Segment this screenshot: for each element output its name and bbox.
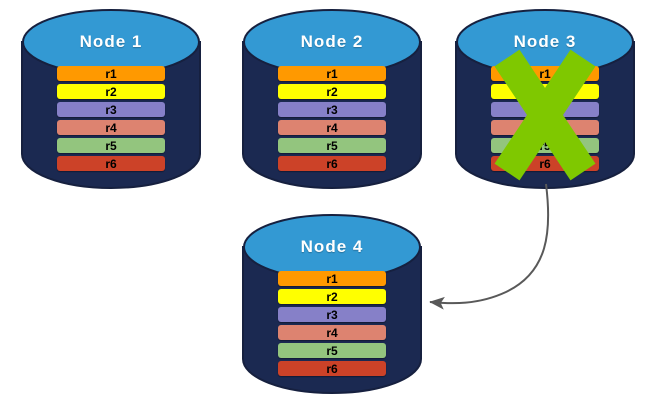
row-label: r5 <box>105 138 117 153</box>
row-label: r6 <box>326 156 338 171</box>
row-r6[interactable]: r6 <box>278 156 386 171</box>
row-r1[interactable]: r1 <box>491 66 599 81</box>
row-r4[interactable]: r4 <box>57 120 165 135</box>
row-r3[interactable]: r3 <box>278 307 386 322</box>
row-r2[interactable]: r2 <box>278 84 386 99</box>
row-r2[interactable]: r2 <box>57 84 165 99</box>
row-label: r3 <box>326 307 338 322</box>
row-label: r4 <box>326 325 338 340</box>
node-2-rows: r1 r2 r3 r4 r5 r6 <box>243 66 421 171</box>
row-label: r6 <box>539 156 551 171</box>
row-r4[interactable]: r4 <box>278 120 386 135</box>
row-r4[interactable]: r4 <box>491 120 599 135</box>
node-3-rows: r1 r2 r3 r4 r5 r6 <box>456 66 634 171</box>
row-label: r6 <box>105 156 117 171</box>
cylinder-top-ellipse <box>243 214 421 280</box>
node-1-rows: r1 r2 r3 r4 r5 r6 <box>22 66 200 171</box>
row-label: r1 <box>326 271 338 286</box>
row-label: r4 <box>326 120 338 135</box>
row-label: r6 <box>326 361 338 376</box>
row-label: r2 <box>326 289 338 304</box>
row-label: r5 <box>326 343 338 358</box>
cylinder-top-ellipse <box>456 9 634 75</box>
row-label: r5 <box>539 138 551 153</box>
row-r1[interactable]: r1 <box>57 66 165 81</box>
arrow-path <box>429 183 550 310</box>
row-r3[interactable]: r3 <box>491 102 599 117</box>
row-label: r1 <box>326 66 338 81</box>
row-r6[interactable]: r6 <box>57 156 165 171</box>
row-r2[interactable]: r2 <box>278 289 386 304</box>
row-label: r2 <box>105 84 117 99</box>
cylinder-top-ellipse <box>22 9 200 75</box>
row-label: r1 <box>539 66 551 81</box>
row-r2[interactable]: r2 <box>491 84 599 99</box>
row-label: r3 <box>539 102 551 117</box>
row-r3[interactable]: r3 <box>57 102 165 117</box>
row-r4[interactable]: r4 <box>278 325 386 340</box>
row-r5[interactable]: r5 <box>278 343 386 358</box>
row-label: r1 <box>105 66 117 81</box>
row-label: r3 <box>326 102 338 117</box>
row-r1[interactable]: r1 <box>278 271 386 286</box>
row-label: r5 <box>326 138 338 153</box>
row-r6[interactable]: r6 <box>278 361 386 376</box>
row-r3[interactable]: r3 <box>278 102 386 117</box>
cylinder-top-ellipse <box>243 9 421 75</box>
row-label: r2 <box>539 84 551 99</box>
node-4-rows: r1 r2 r3 r4 r5 r6 <box>243 271 421 376</box>
row-r5[interactable]: r5 <box>278 138 386 153</box>
row-r1[interactable]: r1 <box>278 66 386 81</box>
row-label: r4 <box>105 120 117 135</box>
row-label: r3 <box>105 102 117 117</box>
row-label: r4 <box>539 120 551 135</box>
row-r5[interactable]: r5 <box>57 138 165 153</box>
row-r6[interactable]: r6 <box>491 156 599 171</box>
row-label: r2 <box>326 84 338 99</box>
row-r5[interactable]: r5 <box>491 138 599 153</box>
